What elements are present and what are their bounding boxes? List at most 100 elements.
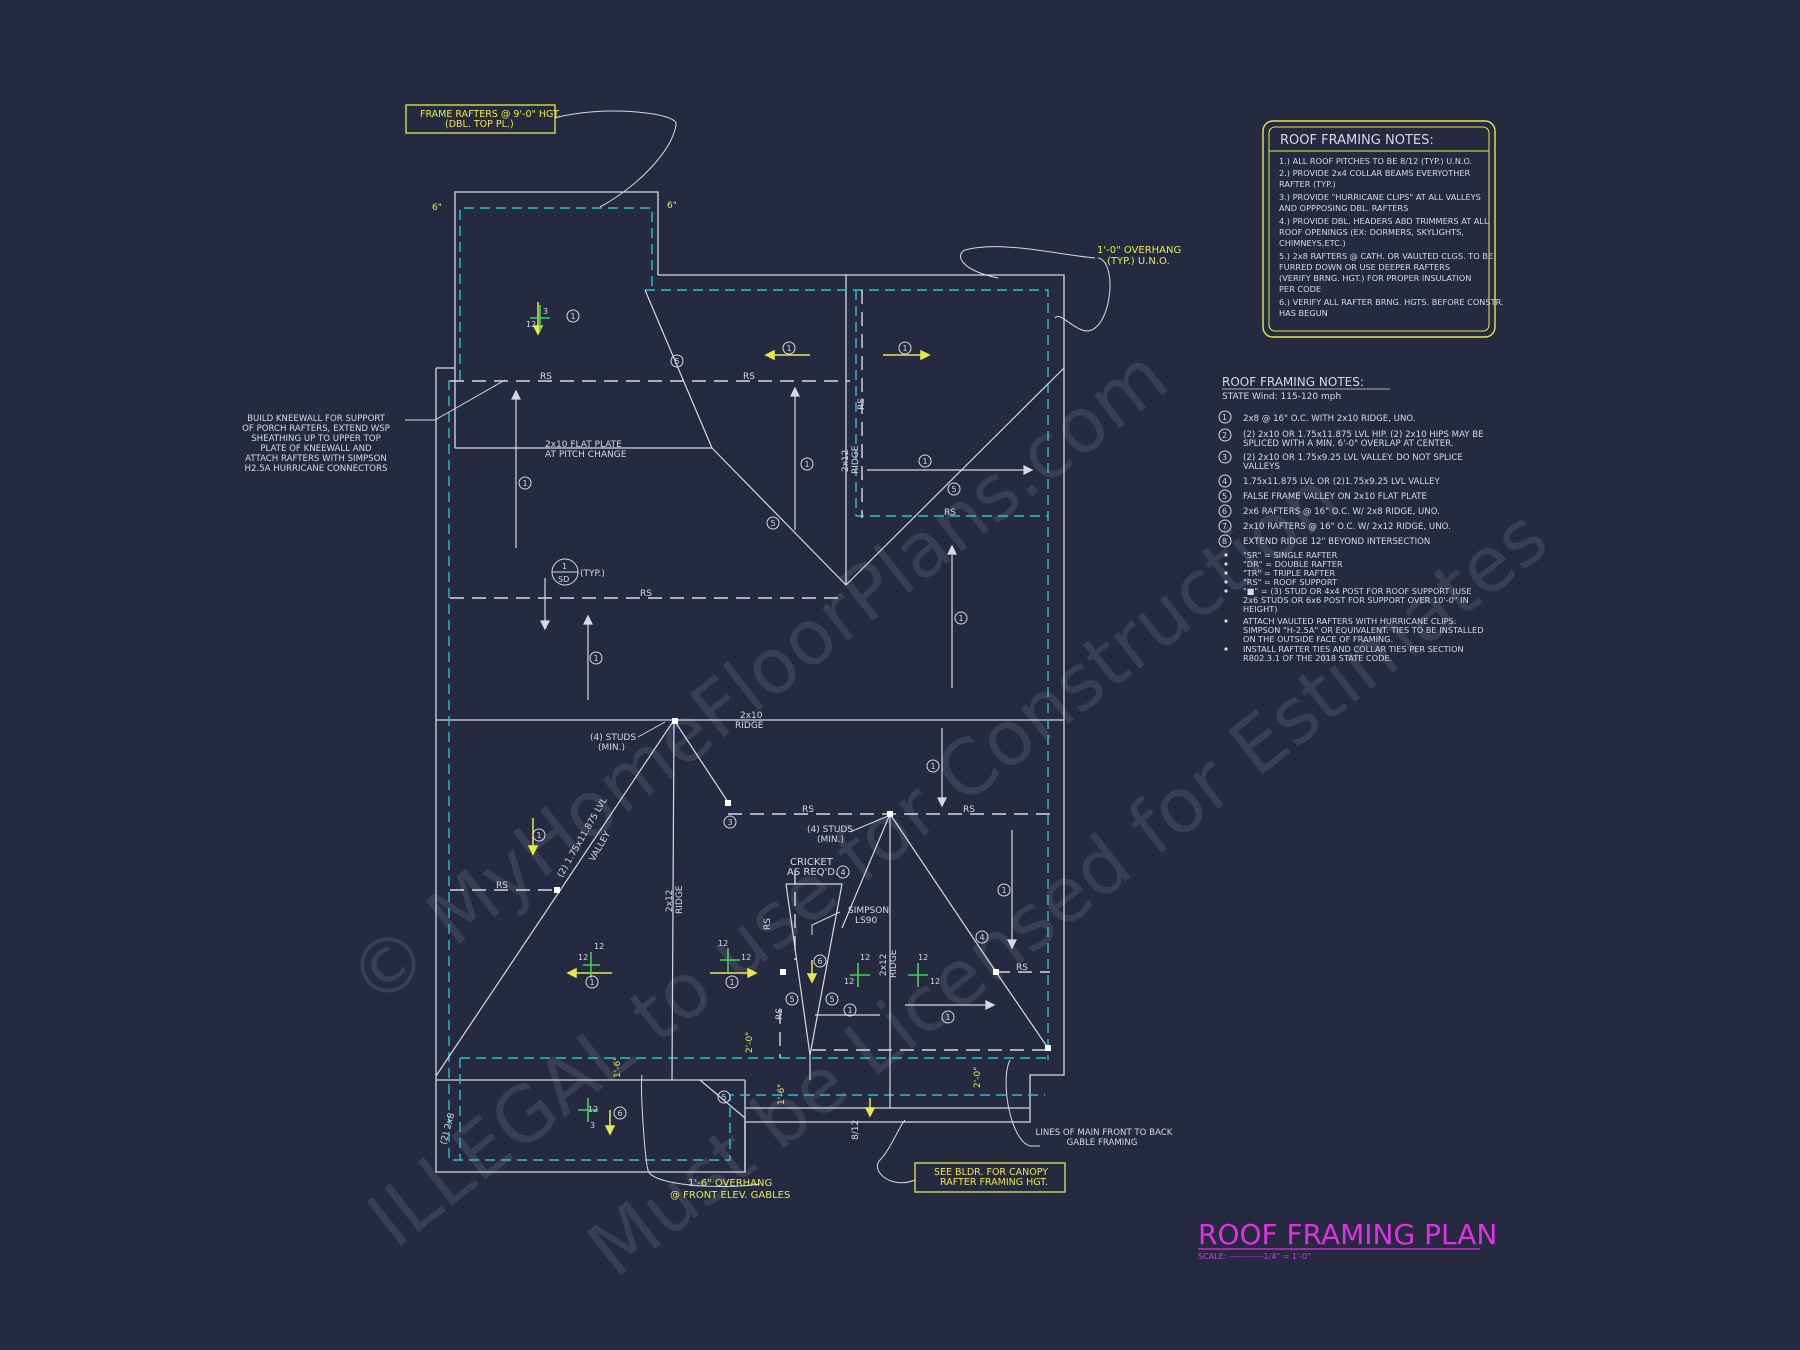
svg-text:6: 6 — [617, 1109, 622, 1118]
ridge-2x12-left-1: 2x12 — [665, 889, 675, 912]
kneewall-line-1: BUILD KNEEWALL FOR SUPPORT — [247, 414, 386, 424]
rs-label-9: RS — [763, 918, 773, 930]
one-six-left: 1'-6" — [613, 1057, 623, 1078]
svg-text:1: 1 — [570, 312, 575, 321]
legend-item-6: 2x6 RAFTERS @ 16" O.C. W/ 2x8 RIDGE, UNO… — [1243, 507, 1440, 517]
overhang-typ-line-2: (TYP.) U.N.O. — [1107, 256, 1170, 267]
callout-overhang-typ: 1'-0" OVERHANG (TYP.) U.N.O. — [1097, 245, 1181, 267]
scale-text: SCALE: ------------1/4" = 1'-0" — [1198, 1252, 1311, 1261]
svg-text:5: 5 — [829, 995, 834, 1004]
svg-text:12: 12 — [578, 953, 588, 962]
cricket-line-2: AS REQ'D. — [787, 867, 838, 878]
svg-text:5: 5 — [674, 357, 679, 366]
svg-text:12: 12 — [526, 320, 536, 329]
kneewall-line-6: H2.5A HURRICANE CONNECTORS — [245, 464, 388, 474]
general-note-line-7: ROOF OPENINGS (EX: DORMERS, SKYLIGHTS, — [1279, 227, 1464, 237]
legend-bullet-6b: SIMPSON "H-2.5A" OR EQUIVALENT. TIES TO … — [1243, 625, 1484, 635]
overhang-typ-line-1: 1'-0" OVERHANG — [1097, 245, 1181, 256]
svg-text:6: 6 — [1222, 507, 1227, 516]
svg-text:1: 1 — [922, 457, 927, 466]
plan-note-markers — [518, 309, 1011, 1120]
general-note-line-2: 2.) PROVIDE 2x4 COLLAR BEAMS EVERYOTHER — [1279, 168, 1471, 178]
svg-text:3: 3 — [543, 307, 548, 316]
flat-plate-line-2: AT PITCH CHANGE — [545, 450, 627, 460]
legend-title: ROOF FRAMING NOTES: — [1222, 375, 1364, 389]
pitch-symbols — [530, 305, 928, 1122]
svg-text:1: 1 — [729, 978, 734, 987]
svg-text:6: 6 — [817, 957, 822, 966]
svg-text:3: 3 — [727, 818, 732, 827]
legend-bullet-1: "SR" = SINGLE RAFTER — [1243, 550, 1338, 560]
svg-text:12: 12 — [918, 953, 928, 962]
two-zero-left: 2'-0" — [745, 1032, 755, 1053]
frame-rafters-line-2: (DBL. TOP PL.) — [445, 119, 514, 130]
see-bldr-line-1: SEE BLDR. FOR CANOPY — [934, 1167, 1048, 1178]
one-six-mid: 1'-6" — [777, 1084, 787, 1105]
flat-plate-line-1: 2x10 FLAT PLATE — [545, 440, 622, 450]
kneewall-line-3: SHEATHING UP TO UPPER TOP — [251, 434, 381, 444]
ridge-mid-line-1: 2x10 — [740, 711, 763, 721]
ridge-mid-line-2: RIDGE — [735, 721, 764, 731]
studs-1-line-1: (4) STUDS — [590, 733, 636, 743]
front-overhang-line-1: 1'-6" OVERHANG — [688, 1178, 772, 1189]
svg-text:7: 7 — [1222, 522, 1227, 531]
framing-legend: ROOF FRAMING NOTES: STATE Wind: 115-120 … — [1218, 375, 1484, 663]
legend-item-3a: (2) 2x10 OR 1.75x9.25 LVL VALLEY. DO NOT… — [1243, 453, 1463, 463]
ridge-2x12-mid-1: 2x12 — [879, 953, 889, 976]
rs-label-1: RS — [540, 372, 552, 382]
ridge-2x12-mid-2: RIDGE — [889, 949, 899, 978]
svg-text:4: 4 — [979, 933, 984, 942]
studs-2-line-1: (4) STUDS — [807, 825, 853, 835]
sd-typ: (TYP.) — [580, 569, 605, 579]
legend-item-1: 2x8 @ 16" O.C. WITH 2x10 RIDGE, UNO. — [1243, 414, 1416, 424]
overhang-lines — [448, 207, 1049, 1161]
wall-outlines — [435, 191, 1065, 1173]
svg-text:1: 1 — [1001, 886, 1006, 895]
see-bldr-line-2: RAFTER FRAMING HGT. — [940, 1177, 1048, 1188]
svg-text:1: 1 — [522, 479, 527, 488]
svg-text:1: 1 — [589, 978, 594, 987]
svg-text:1: 1 — [958, 614, 963, 623]
general-note-line-14: HAS BEGUN — [1279, 308, 1328, 318]
svg-text:1: 1 — [536, 831, 541, 840]
general-note-line-10: FURRED DOWN OR USE DEEPER RAFTERS — [1279, 262, 1450, 272]
svg-text:12: 12 — [844, 977, 854, 986]
legend-bullet-7b: R802.3.1 OF THE 2018 STATE CODE. — [1243, 653, 1392, 663]
svg-text:1: 1 — [930, 762, 935, 771]
legend-bullet-5a: "■" = (3) STUD OR 4x4 POST FOR ROOF SUPP… — [1243, 586, 1472, 596]
legend-item-4: 1.75x11.875 LVL OR (2)1.75x9.25 LVL VALL… — [1243, 477, 1440, 487]
rs-label-3: RS — [640, 589, 652, 599]
svg-text:5: 5 — [789, 995, 794, 1004]
svg-text:2: 2 — [1222, 431, 1227, 440]
legend-bullet-6a: ATTACH VAULTED RAFTERS WITH HURRICANE CL… — [1243, 616, 1457, 626]
general-note-line-5: AND OPPPOSING DBL. RAFTERS — [1279, 203, 1408, 213]
rs-label-10: RS — [775, 1008, 785, 1020]
svg-text:5: 5 — [1222, 492, 1227, 501]
rs-label-7: RS — [496, 881, 508, 891]
legend-bullet-7a: INSTALL RAFTER TIES AND COLLAR TIES PER … — [1243, 644, 1464, 654]
legend-bullet-4: "RS" = ROOF SUPPORT — [1243, 577, 1338, 587]
rs-label-11: RS — [857, 398, 867, 410]
svg-text:12: 12 — [860, 953, 870, 962]
general-note-line-3: RAFTER (TYP.) — [1279, 179, 1336, 189]
six-in-left: 6" — [432, 203, 442, 213]
svg-text:8: 8 — [1222, 537, 1227, 546]
svg-text:12: 12 — [588, 1105, 598, 1114]
leader-lines — [405, 110, 1111, 1187]
legend-bullet-5b: 2x6 STUDS OR 6x6 POST FOR SUPPORT OVER 1… — [1243, 595, 1469, 605]
rs-label-4: RS — [944, 508, 956, 518]
general-note-line-4: 3.) PROVIDE "HURRICANE CLIPS" AT ALL VAL… — [1279, 192, 1481, 202]
ridge-2x12-left-2: RIDGE — [675, 885, 685, 914]
legend-item-7: 2x10 RAFTERS @ 16" O.C. W/ 2x12 RIDGE, U… — [1243, 522, 1451, 532]
support-arrows — [511, 386, 1034, 1016]
roof-framing-members — [435, 289, 1065, 1119]
simpson-line-1: SIMPSON — [848, 906, 889, 916]
legend-bullet-3: "TR" = TRIPLE RAFTER — [1243, 568, 1335, 578]
gable-line-2: GABLE FRAMING — [1067, 1138, 1138, 1148]
svg-text:5: 5 — [951, 485, 956, 494]
svg-text:5: 5 — [721, 1093, 726, 1102]
ridge-2x12-up-1: 2x12 — [841, 449, 851, 472]
front-overhang-line-2: @ FRONT ELEV. GABLES — [670, 1190, 790, 1201]
